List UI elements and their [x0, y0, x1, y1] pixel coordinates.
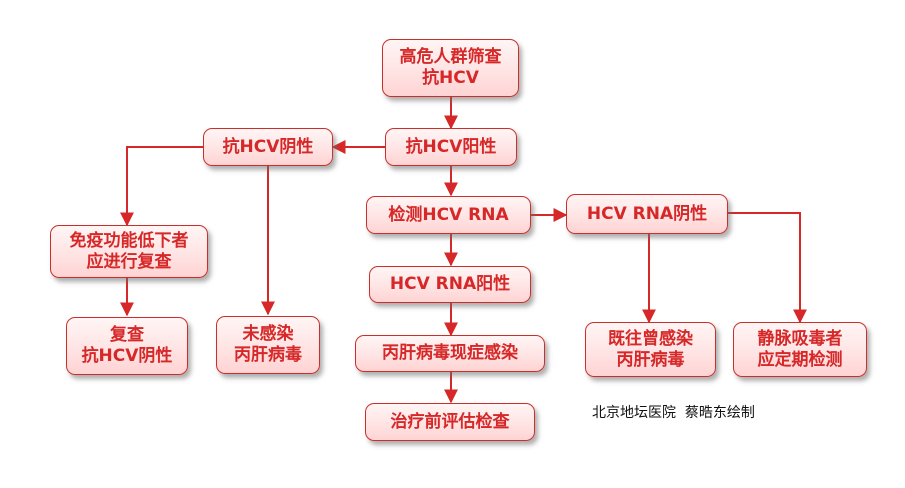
hcv-rna-positive-node: HCV RNA阳性	[369, 266, 531, 303]
anti-hcv-negative-node: 抗HCV阴性	[203, 128, 333, 166]
hcv-rna-test-node: 检测HCV RNA	[366, 196, 531, 234]
past-infection-node: 既往曾感染 丙肝病毒	[585, 322, 716, 377]
retest-negative-node: 复查 抗HCV阴性	[66, 317, 188, 375]
author-credit: 北京地坛医院 蔡晧东绘制	[592, 405, 755, 421]
immuno-compromised-node: 免疫功能低下者 应进行复查	[50, 225, 208, 278]
arrow-rnaneg-to-ivdu	[728, 212, 807, 324]
pretreatment-evaluation-node: 治疗前评估检查	[365, 403, 535, 441]
not-infected-node: 未感染 丙肝病毒	[216, 316, 320, 374]
hcv-rna-negative-node: HCV RNA阴性	[566, 194, 728, 234]
ivdu-regular-testing-node: 静脉吸毒者 应定期检测	[733, 322, 867, 377]
anti-hcv-positive-node: 抗HCV阳性	[385, 128, 517, 166]
arrow-antineg-to-immuno	[120, 146, 205, 227]
current-infection-node: 丙肝病毒现症感染	[355, 335, 545, 372]
screening-node: 高危人群筛查 抗HCV	[382, 39, 519, 97]
